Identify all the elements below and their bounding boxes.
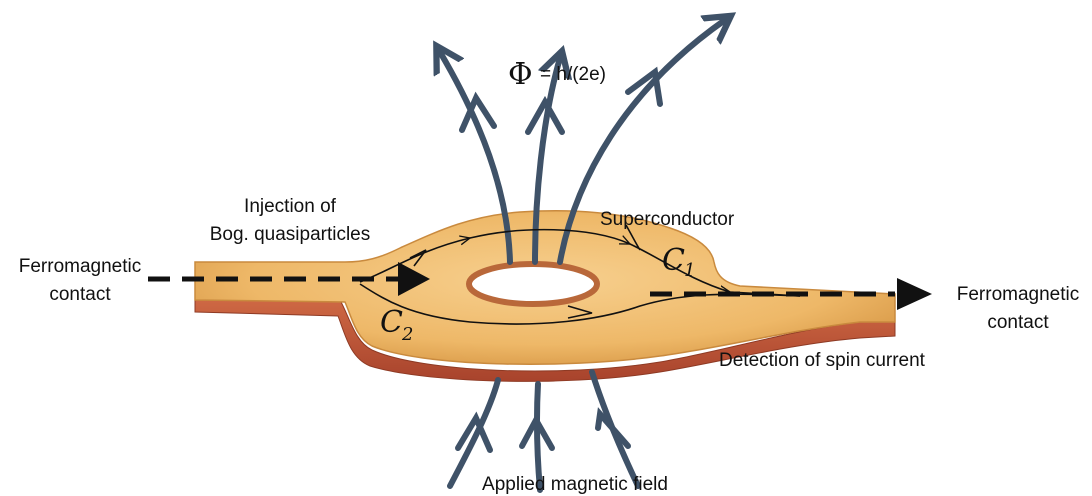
applied-field-arrow-3	[598, 414, 628, 446]
superconductor-label: Superconductor	[600, 209, 735, 230]
path-c2-subscript: 2	[401, 324, 413, 345]
flux-label: = h/(2e)	[540, 64, 606, 85]
applied-field-line-1	[450, 380, 498, 486]
ferro-left-line1: Ferromagnetic	[19, 256, 142, 277]
detection-arrowhead	[897, 278, 932, 310]
detection-label: Detection of spin current	[719, 350, 926, 371]
ferro-left-line2: contact	[49, 284, 111, 305]
flux-symbol: Φ	[508, 57, 533, 92]
ferro-right-line2: contact	[987, 312, 1049, 333]
injection-label-line1: Injection of	[244, 196, 337, 217]
path-c1-subscript: 1	[684, 260, 695, 281]
applied-field-lines	[450, 372, 638, 490]
applied-field-label: Applied magnetic field	[482, 474, 668, 495]
path-c1-symbol: C	[662, 243, 685, 278]
injection-label-line2: Bog. quasiparticles	[210, 224, 371, 245]
path-c2-symbol: C	[380, 305, 403, 340]
ferro-right-line1: Ferromagnetic	[957, 284, 1080, 305]
